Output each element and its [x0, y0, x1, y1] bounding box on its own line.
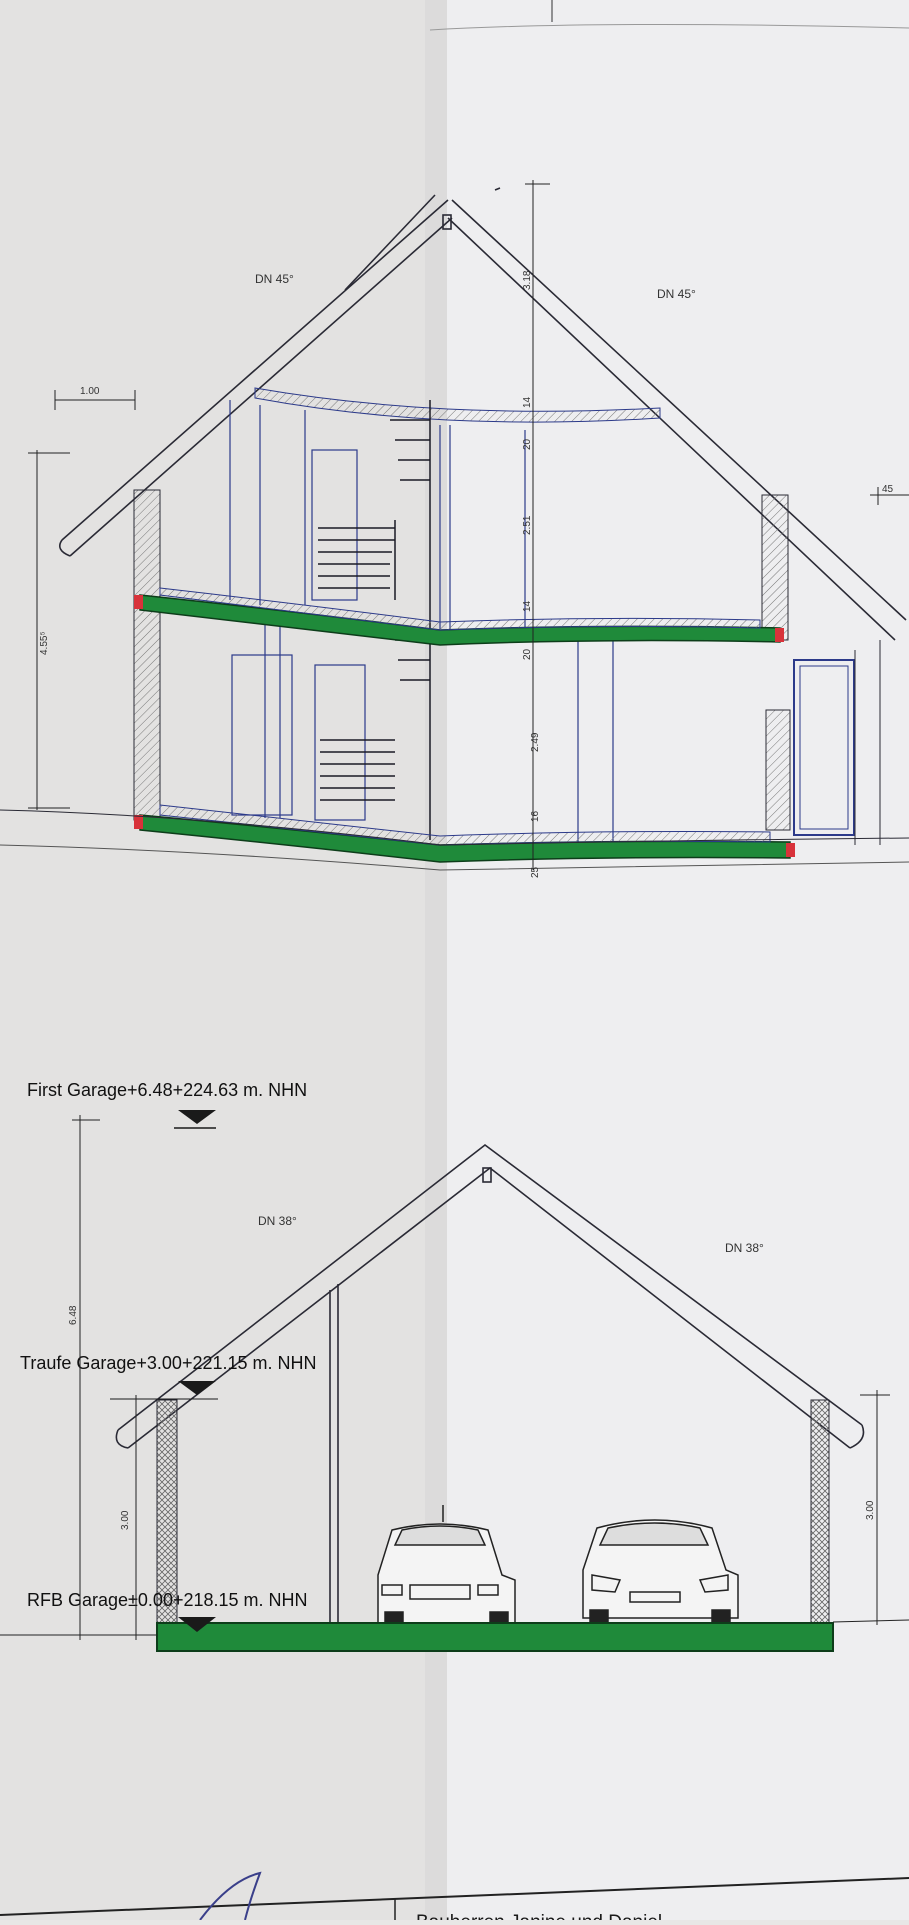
house-roof-pitch-right: DN 45° [657, 287, 696, 301]
dim-garage-wall-left: 3.00 [120, 1510, 131, 1530]
signature [199, 1871, 262, 1921]
dim-vertical: 14 [522, 396, 533, 408]
garage-roof [115, 1143, 865, 1635]
level-marker-floor-icon [178, 1617, 216, 1632]
dim-vertical: 25 [530, 866, 541, 878]
ground-floor-screed [159, 804, 771, 846]
first-floor-screed [159, 587, 761, 631]
house-wall-left [133, 489, 161, 821]
dim-overhang: 1.00 [80, 386, 100, 397]
dim-vertical: 2.49 [530, 732, 541, 752]
garage-roof-pitch-right: DN 38° [725, 1241, 764, 1255]
house-wall-right-upper [761, 494, 789, 641]
dim-total-height: 4.55⁵ [39, 631, 50, 655]
garage-section: First Garage+6.48+224.63 m. NHN DN 38° D… [0, 1080, 909, 1652]
garage-floor-level-label: RFB Garage±0.00+218.15 m. NHN [27, 1590, 308, 1610]
dim-vertical: 20 [522, 648, 533, 660]
car-right-icon [582, 1519, 739, 1629]
dim-vertical: 3.18 [522, 270, 533, 290]
interior-walls [229, 400, 614, 845]
red-marker [786, 843, 795, 857]
door [793, 659, 855, 836]
dim-garage-wall-right: 3.00 [865, 1500, 876, 1520]
house-section: DN 45° DN 45° 1.00 45 4.55⁵ 3.18 14 20 2… [0, 180, 909, 878]
garage-floor-slab [156, 1622, 834, 1652]
house-roof-pitch-left: DN 45° [255, 272, 294, 286]
attic-slab [254, 387, 661, 423]
garage-roof-pitch-left: DN 38° [258, 1214, 297, 1228]
red-marker [134, 595, 143, 609]
terrain-line [0, 844, 909, 871]
owner-text: Bauherren Janine und Daniel [416, 1912, 662, 1920]
house-dimension-lines [28, 180, 909, 870]
red-marker [775, 628, 784, 642]
garage-dimension-lines [72, 1115, 890, 1640]
door-panel [799, 665, 849, 830]
garage-wall-right [810, 1399, 830, 1624]
dim-vertical: 14 [522, 600, 533, 612]
level-marker-eave-icon [178, 1381, 216, 1395]
top-edge-line [429, 23, 909, 31]
ground-line [0, 809, 909, 846]
house-roof [59, 187, 907, 641]
dim-garage-total: 6.48 [68, 1305, 79, 1325]
level-marker-ridge-icon [178, 1110, 216, 1124]
garage-ridge-level-label: First Garage+6.48+224.63 m. NHN [27, 1080, 307, 1100]
garage-eave-level-label: Traufe Garage+3.00+221.15 m. NHN [20, 1353, 317, 1373]
dim-eave-right: 45 [882, 484, 894, 495]
dim-vertical: 16 [530, 810, 541, 822]
dim-vertical: 20 [522, 438, 533, 450]
house-wall-right-lower [765, 709, 791, 831]
paper-left-panel [0, 0, 445, 1920]
staircase [318, 400, 431, 840]
dim-vertical: 2.51 [522, 515, 533, 535]
red-marker [134, 815, 143, 829]
